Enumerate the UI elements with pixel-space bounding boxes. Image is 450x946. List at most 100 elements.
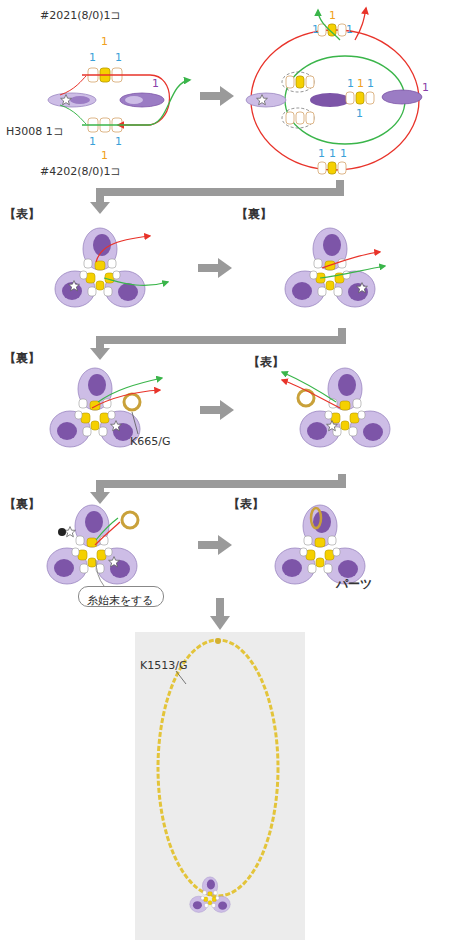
art-line [198,264,220,272]
art-ellipse [382,90,422,104]
art-path [282,380,340,408]
art-polygon [90,492,110,504]
art-path [355,8,366,40]
art-rect [286,76,294,88]
art-path [98,378,162,402]
art-use [357,283,368,293]
art-line [216,598,224,618]
necklace-photo [135,632,305,940]
count-number: 1 [356,108,363,120]
art-rect [338,162,346,174]
art-polygon [90,202,110,214]
art-path [82,80,190,125]
part-label: K665/G [130,436,170,448]
art-line [132,412,138,434]
art-use [55,228,145,307]
art-rect [346,92,354,104]
count-number: 1 [89,136,96,148]
count-number: 1 [357,78,364,90]
step3-figure [55,228,168,307]
material-label: H3008 1コ [6,126,64,138]
callout-box: 糸始末をする [78,586,164,607]
art-use [47,505,137,584]
art-ellipse [246,93,286,107]
art-rect [338,24,346,36]
part-label: K1513/G [140,660,187,672]
art-polyline [100,328,342,350]
side-label: 【裏】 [4,498,40,511]
art-path [60,76,86,95]
step4-figure [285,228,385,307]
art-circle [58,528,66,536]
material-label: #2021(8/0)1コ [40,10,122,22]
art-path [95,522,120,545]
art-polyline [100,180,340,204]
step2-figure [246,8,422,174]
art-polygon [218,258,232,278]
art-polygon [220,86,234,106]
count-number: 1 [346,24,353,36]
art-path [96,518,118,540]
art-path [96,560,104,586]
art-use [69,281,80,291]
part-label: パーツ [336,578,372,591]
art-ellipse [310,93,350,107]
art-polygon [210,616,230,630]
art-ellipse [311,508,321,528]
art-rect [296,112,304,124]
final-part-figure [275,505,365,584]
art-rect [328,162,336,174]
art-use [327,421,338,431]
art-path [104,278,168,285]
art-ellipse [48,93,96,107]
side-label: 【表】 [4,208,40,221]
art-path [320,266,385,278]
art-use [61,95,72,105]
art-rect [366,92,374,104]
art-line [198,541,220,549]
art-path [322,252,380,268]
art-path [282,372,336,402]
art-circle [124,394,140,410]
art-polygon [220,400,234,420]
art-use [285,228,375,307]
art-ellipse [282,72,314,92]
count-number: 1 [115,52,122,64]
count-number: 1 [152,78,159,90]
art-polyline [100,474,342,494]
count-number: 1 [312,24,319,36]
art-ellipse [120,93,164,107]
art-ellipse [70,96,90,104]
art-use [109,557,120,567]
art-path [82,75,170,125]
art-use [190,877,231,913]
art-rect [318,162,326,174]
art-use [50,368,140,447]
callout-text: 糸始末をする [87,594,153,607]
count-number: 1 [115,136,122,148]
art-circle [122,512,138,528]
art-ellipse [158,640,278,896]
step7-figure [47,505,138,586]
art-line [200,406,222,414]
art-line [200,92,222,100]
count-number: 1 [89,52,96,64]
count-number: 1 [347,78,354,90]
art-polygon [218,535,232,555]
side-label: 【裏】 [4,352,40,365]
art-path [96,236,150,262]
count-number: 1 [329,148,336,160]
art-rect [356,92,364,104]
art-ellipse [125,96,143,104]
art-circle [215,638,221,644]
count-number: 1 [101,36,108,48]
count-number: 1 [318,148,325,160]
art-circle [298,390,314,406]
art-rect [135,632,305,940]
art-rect [296,76,304,88]
art-line [176,671,186,684]
art-ellipse [282,108,314,128]
side-label: 【裏】 [236,208,272,221]
count-number: 1 [422,82,429,94]
